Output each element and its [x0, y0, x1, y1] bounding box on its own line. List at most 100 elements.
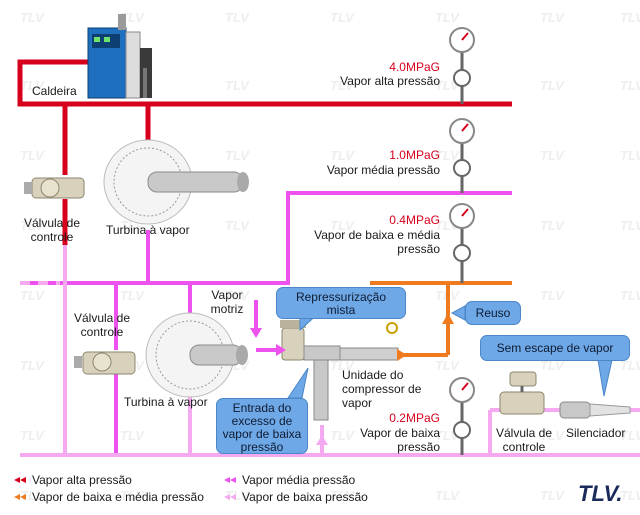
silencer [559, 401, 631, 419]
watermark-text: TLV [540, 488, 565, 503]
legend-high: Vapor alta pressão [32, 473, 132, 487]
watermark-text: TLV [20, 288, 45, 303]
watermark-text: TLV [225, 288, 250, 303]
watermark-text: TLV [120, 488, 145, 503]
control-valve-3 [499, 371, 545, 415]
pressure-label-high: 4.0MPaG [389, 60, 440, 74]
motive-steam-label-line1: Vapor [211, 288, 243, 302]
watermark-text: TLV [120, 428, 145, 443]
watermark-text: TLV [620, 488, 640, 503]
silencer-label: Silenciador [566, 426, 626, 440]
watermark-text: TLV [20, 78, 45, 93]
watermark-text: TLV [20, 148, 45, 163]
watermark-text: TLV [225, 218, 250, 233]
watermark-text: TLV [540, 288, 565, 303]
watermark-text: TLV [225, 488, 250, 503]
flow-arrows [250, 313, 454, 445]
pressure-gauges [449, 27, 475, 455]
turbine-1 [103, 139, 249, 225]
legend-icons [14, 477, 236, 500]
watermark-text: TLV [620, 78, 640, 93]
watermark-text: TLV [330, 148, 355, 163]
legend-medium: Vapor média pressão [242, 473, 356, 487]
control-valve-1-label-line2: controle [30, 230, 74, 244]
repressurization-callout-line2: mista [326, 303, 356, 317]
boiler-label: Caldeira [32, 84, 77, 98]
watermark-text: TLV [20, 428, 45, 443]
watermark-text: TLV [120, 288, 145, 303]
compressor-label-line2: compressor de [342, 382, 422, 396]
watermark-text: TLV [225, 78, 250, 93]
control-valve-3-label-line1: Válvula de [495, 426, 553, 440]
watermark-text: TLV [120, 10, 145, 25]
watermark-text: TLV [435, 10, 460, 25]
turbine-2-label: Turbina à vapor [124, 395, 208, 409]
pressure-label-medium: 1.0MPaG [389, 148, 440, 162]
watermark-text: TLV [330, 10, 355, 25]
watermark-text: TLV [225, 10, 250, 25]
gauge-icon [449, 203, 475, 283]
watermark-text: TLV [20, 358, 45, 373]
watermark-text: TLV [435, 358, 460, 373]
control-valve-1 [24, 177, 85, 199]
watermark-text: TLV [435, 488, 460, 503]
boiler [87, 14, 152, 99]
repressurization-callout-line1: Repressurização [295, 290, 387, 304]
watermark-text: TLV [330, 428, 355, 443]
watermark-text: TLV [620, 10, 640, 25]
steam-label-medium: Vapor média pressão [326, 163, 440, 177]
watermark-text: TLV [540, 148, 565, 163]
excess-entry-callout: Entrada do excesso de vapor de baixa pre… [216, 398, 308, 454]
watermark-text: TLV [620, 288, 640, 303]
reuse-callout: Reuso [465, 301, 521, 325]
steam-label-lowmed-line1: Vapor de baixa e média [314, 228, 440, 242]
watermark-text: TLV [330, 78, 355, 93]
watermark-text: TLV [540, 428, 565, 443]
watermark-text: TLV [620, 428, 640, 443]
watermark-text: TLV [540, 10, 565, 25]
excess-entry-callout-line2: excesso de [231, 414, 293, 428]
control-valve-2 [74, 351, 136, 375]
control-valve-2-label-line2: controle [80, 325, 124, 339]
gauge-icon [449, 27, 475, 104]
gauge-icon [449, 118, 475, 193]
compressor-label-line3: vapor [342, 396, 373, 410]
pressure-label-low: 0.2MPaG [389, 411, 440, 425]
watermark-text: TLV [330, 358, 355, 373]
watermark-text: TLV [540, 358, 565, 373]
watermark-text: TLV [620, 218, 640, 233]
motive-steam-label-line2: motriz [210, 302, 244, 316]
control-valve-2-label-line1: Válvula de [73, 311, 131, 325]
excess-entry-callout-line3: vapor de baixa [222, 427, 302, 441]
watermark-text: TLV [330, 488, 355, 503]
turbine-1-label: Turbina à vapor [106, 223, 190, 237]
watermark-text: TLV [540, 218, 565, 233]
excess-entry-callout-line1: Entrada do [232, 401, 292, 415]
no-escape-callout: Sem escape de vapor [480, 335, 630, 361]
high-pressure-lines [17, 59, 512, 245]
watermark-text: TLV [435, 148, 460, 163]
watermark-text: TLV [620, 148, 640, 163]
watermark-text: TLV [330, 218, 355, 233]
repressurization-callout: Repressurização mista [276, 287, 406, 319]
watermark-text: TLV [20, 10, 45, 25]
gauge-icon [449, 377, 475, 455]
steam-label-high: Vapor alta pressão [340, 74, 440, 88]
turbine-2 [145, 312, 248, 398]
excess-entry-callout-line4: pressão [240, 440, 284, 454]
watermark-text: TLV [540, 78, 565, 93]
steam-label-low-line2: pressão [397, 440, 440, 454]
watermark-text: TLV [225, 148, 250, 163]
watermark-text: TLV [20, 488, 45, 503]
legend-low: Vapor de baixa pressão [242, 490, 368, 504]
compressor-label-line1: Unidade do [342, 368, 404, 382]
watermark-text: TLV [20, 218, 45, 233]
tlv-logo: TLV. [578, 481, 623, 506]
legend-lowmed: Vapor de baixa e média pressão [32, 490, 204, 504]
control-valve-3-label-line2: controle [502, 440, 546, 454]
pressure-label-lowmed: 0.4MPaG [389, 213, 440, 227]
watermark-text: TLV [620, 358, 640, 373]
steam-label-lowmed-line2: pressão [397, 242, 440, 256]
control-valve-1-label-line1: Válvula de [23, 216, 81, 230]
